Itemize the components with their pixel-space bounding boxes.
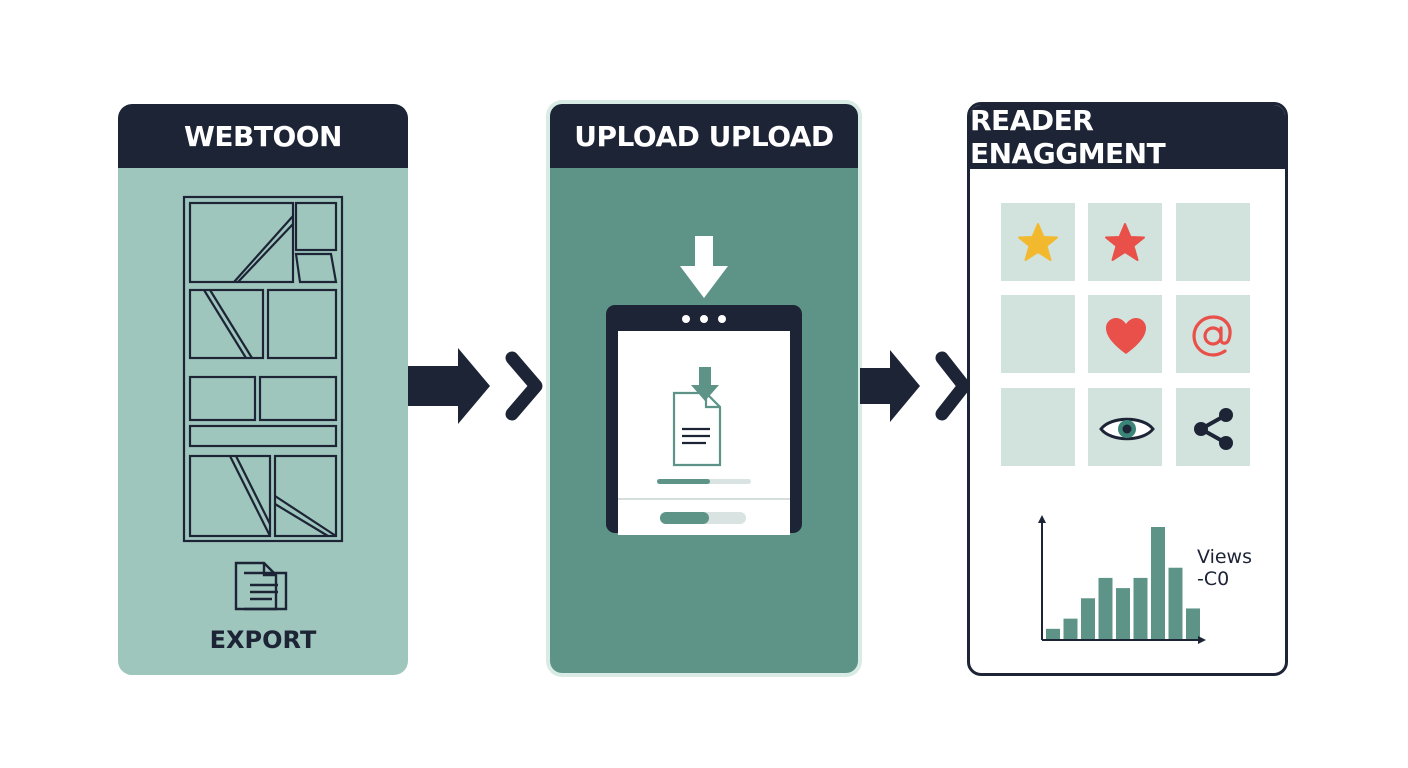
webtoon-title: WEBTOON [118,104,408,168]
comic-strip [182,195,344,543]
at-icon [1192,315,1232,357]
progress-bar-fill-2 [660,512,709,524]
chart-bar [1081,598,1095,639]
chart-bar [1116,588,1130,639]
chart-bar [1063,618,1078,639]
star-icon [1105,223,1145,261]
bar-chart [1038,515,1206,644]
share-icon [1194,408,1233,450]
chart-bar [1168,567,1183,639]
grid-tile [1176,388,1250,466]
heart-icon [1106,318,1146,354]
chart-label: Views -C0 [1197,546,1252,590]
chart-bar [1186,608,1200,639]
grid-tile [1001,295,1075,373]
arrow-right-icon [860,350,971,422]
grid-tile [1176,203,1250,281]
document-icon [234,561,288,611]
chart-label-line2: -C0 [1197,568,1230,590]
star-icon [1018,223,1058,261]
chart-label-line1: Views [1197,546,1252,568]
upload-title: UPLOAD UPLOAD [550,104,858,168]
export-label: EXPORT [209,626,317,654]
engagement-title: READER ENAGGMENT [970,105,1285,170]
chart-bar [1046,628,1060,639]
arrow-right-icon [408,348,543,424]
progress-bar-fill [657,479,710,484]
download-arrow-icon [680,236,728,298]
chart-bar [1151,527,1165,639]
chart-bar [1133,577,1148,639]
upload-window [606,305,802,535]
grid-tile [1001,388,1075,466]
upload-panel: UPLOAD UPLOAD [546,100,862,677]
file-download-icon [672,391,722,467]
eye-icon [1099,417,1155,441]
chart-bar [1098,577,1113,639]
engagement-panel: READER ENAGGMENT [967,102,1288,676]
grid-tile [1176,295,1250,373]
webtoon-panel: WEBTOON [118,104,408,675]
